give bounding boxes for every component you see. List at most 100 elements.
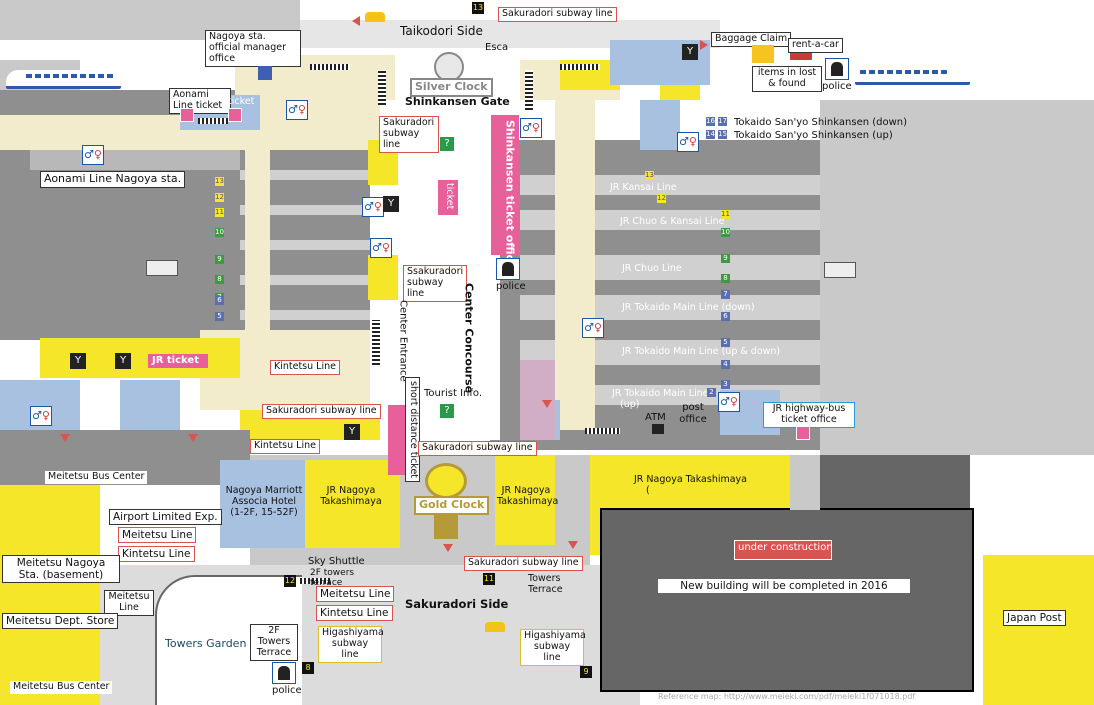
bus-center-label: Meitetsu Bus Center: [45, 471, 148, 484]
jr-chuo-kansai-label: JR Chuo & Kansai Line: [620, 216, 725, 227]
aonami-ticket-label: Aonami Line ticket: [169, 88, 231, 114]
exit-arrow-icon: [568, 541, 578, 549]
sky-shuttle-label: Sky Shuttle: [308, 556, 365, 567]
meitetsu-line-label-2[interactable]: Meitetsu Line: [104, 590, 154, 616]
atm-icon: [652, 424, 664, 434]
platform-number: 8: [721, 274, 730, 283]
tourist-info-label: Tourist Info.: [424, 388, 482, 399]
gold-clock-label: Gold Clock: [414, 496, 490, 515]
track-number: 15: [718, 130, 727, 139]
reference-note: Reference map: http://www.meieki.com/pdf…: [658, 692, 916, 701]
meitetsu-line-label-3[interactable]: Meitetsu Line: [316, 586, 395, 603]
ticket-machine-icon: [228, 108, 242, 122]
under-construction-box: [734, 540, 832, 560]
new-building: [600, 508, 974, 692]
meitetsu-dept-label: Meitetsu Dept. Store: [2, 613, 119, 630]
silver-clock-label: Silver Clock: [410, 78, 493, 97]
ticket-gate: [585, 428, 620, 434]
takashimaya-label-3b: (: [646, 485, 650, 496]
meitetsu-area: [0, 470, 100, 705]
toilet-icon: ♂♀: [718, 392, 740, 412]
jr-kansai-label: JR Kansai Line: [610, 182, 677, 193]
atm-label: ATM: [645, 412, 666, 423]
toilet-icon: ♂♀: [82, 145, 104, 165]
exit-number: 12: [284, 575, 296, 587]
platform-number: 6: [215, 296, 224, 305]
exit-number: 11: [483, 573, 495, 585]
kintetsu-label-2[interactable]: Kintetsu Line: [250, 439, 320, 454]
restaurant-icon: Y: [115, 353, 131, 369]
platform-number: 7: [721, 290, 730, 299]
towers-terrace-label-3: Towers Terrace: [528, 573, 563, 595]
info-icon: ?: [440, 137, 454, 151]
post-office-label: post office: [679, 402, 707, 425]
shinkansen-office-label: Shinkansen ticket office: [503, 120, 517, 269]
ticket-gate: [378, 70, 386, 105]
higashiyama-label-2[interactable]: Higashiyama subway line: [520, 629, 586, 666]
baggage-icon: [752, 45, 774, 63]
jr-ticket-label: JR ticket: [152, 355, 199, 366]
takashimaya-label-3: JR Nagoya Takashimaya: [634, 474, 747, 485]
aonami-station-label: Aonami Line Nagoya sta.: [40, 171, 186, 188]
taikodori-side-label: Taikodori Side: [400, 24, 483, 38]
jr-tokaido-down-label: JR Tokaido Main Line (down): [622, 302, 755, 313]
subway-label[interactable]: Sakuradori subway line: [498, 7, 617, 22]
exit-number: 8: [302, 662, 314, 674]
police-label: police: [822, 81, 852, 92]
ticket-vertical-label: ticket: [443, 183, 455, 210]
ticket-gate: [372, 320, 380, 365]
short-distance-label: short distance ticket: [405, 377, 420, 483]
higashiyama-label-1[interactable]: Higashiyama subway line: [318, 626, 384, 663]
ticket-gate: [310, 64, 350, 70]
toilet-icon: ♂♀: [370, 238, 392, 258]
rental-car-icon: [790, 50, 812, 60]
ticket-machine-icon: [180, 108, 194, 122]
lost-found-label: items in lost & found: [752, 66, 822, 92]
ticket-gate: [198, 118, 228, 124]
towers-garden-label: Towers Garden: [165, 637, 247, 650]
platform-number: 8: [215, 275, 224, 284]
exit-number: 9: [580, 666, 592, 678]
tracks-east: [820, 100, 1094, 455]
kintetsu-line-label-4[interactable]: Kintetsu Line: [316, 605, 393, 622]
office-marker: [258, 66, 272, 80]
taxi-icon: [485, 622, 505, 632]
exit-arrow-icon: [60, 434, 70, 442]
police-icon: [825, 58, 849, 80]
jr-ticket-box: [148, 354, 208, 368]
building-notch: [790, 455, 820, 510]
track-number: 14: [706, 130, 715, 139]
platform-number: 13: [645, 171, 654, 180]
train-icon: [6, 70, 121, 89]
subway-label-4[interactable]: Sakuradori subway line: [262, 404, 381, 419]
exit-arrow-icon: [188, 434, 198, 442]
bus-center-label-2: Meitetsu Bus Center: [10, 681, 113, 694]
platform-number: 5: [215, 312, 224, 321]
meitetsu-line-label[interactable]: Meitetsu Line: [118, 527, 197, 544]
subway-label-6[interactable]: Sakuradori subway line: [464, 556, 583, 571]
platform-number: 9: [215, 255, 224, 264]
subway-label-5[interactable]: Sakuradori subway line: [418, 441, 537, 456]
east-walkway: [555, 60, 595, 430]
sakuradori-side-label: Sakuradori Side: [405, 597, 509, 611]
towers-terrace-label-2: 2F Towers Terrace: [250, 624, 298, 661]
toilet-icon: ♂♀: [582, 318, 604, 338]
kintetsu-line-label-3[interactable]: Kintetsu Line: [118, 546, 195, 563]
exit-arrow-icon: [542, 400, 552, 408]
local-train-icon: [824, 262, 856, 278]
new-building-upper: [790, 455, 970, 515]
restaurant-icon: Y: [383, 196, 399, 212]
exit-number: 13: [472, 2, 484, 14]
kintetsu-label[interactable]: Kintetsu Line: [270, 360, 340, 375]
subway-label-2[interactable]: Sakuradori subway line: [379, 116, 439, 153]
japan-post-label: Japan Post: [1003, 610, 1066, 627]
ticket-gate: [525, 70, 533, 110]
towers-terrace-label-1: 2F towers terrace: [310, 568, 355, 589]
platform-number: 4: [721, 360, 730, 369]
platform-number: 12: [215, 193, 224, 202]
subway-label-3[interactable]: Ssakuradori subway line: [403, 265, 467, 302]
jr-tokaido-up-label-2: (up): [620, 399, 640, 410]
escalator-icon: [434, 515, 458, 539]
takashimaya-building-1: [305, 460, 400, 548]
